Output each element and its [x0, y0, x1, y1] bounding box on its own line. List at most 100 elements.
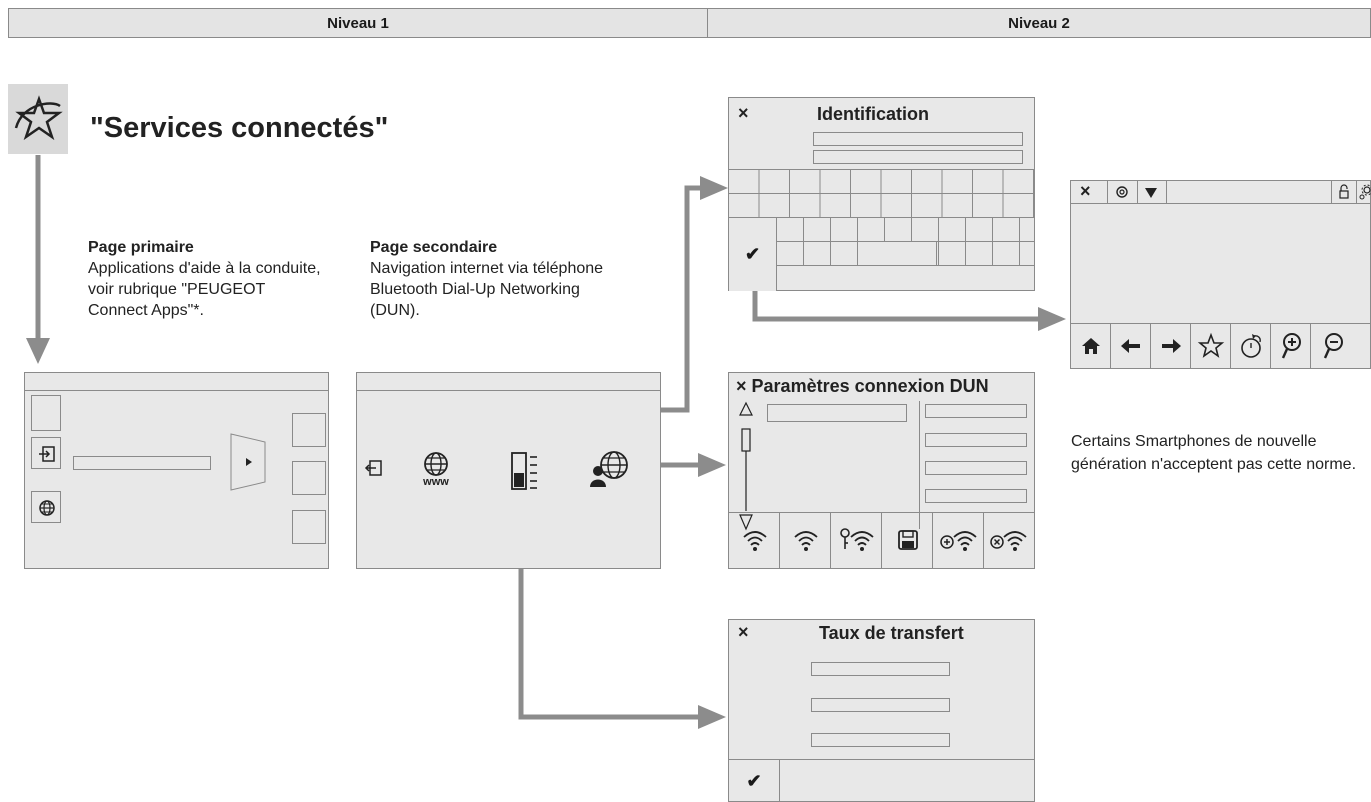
browser-zoom-out-button[interactable] — [1311, 324, 1371, 369]
transfer-rate-screen: × Taux de transfert ✔ — [728, 619, 1035, 802]
arrow-right-icon — [1162, 339, 1181, 353]
zoom-out-icon — [1323, 333, 1343, 359]
dun-add-wifi-button[interactable] — [933, 513, 984, 569]
dropdown-icon[interactable] — [1144, 187, 1158, 199]
save-icon — [898, 530, 918, 550]
stopwatch-icon — [1241, 334, 1261, 358]
browser-zoom-in-button[interactable] — [1271, 324, 1311, 369]
primary-globe-button[interactable] — [31, 491, 61, 523]
dun-separator — [919, 401, 920, 529]
primary-progress-bar — [73, 456, 211, 470]
settings-icon[interactable] — [1359, 184, 1371, 200]
play-button[interactable] — [230, 433, 266, 491]
transfer-field-2[interactable] — [811, 698, 950, 712]
primary-slot-top[interactable] — [31, 395, 61, 431]
primary-page-title: Page primaire — [88, 239, 194, 256]
transfer-validate-button[interactable]: ✔ — [746, 771, 762, 791]
identification-title: Identification — [817, 104, 929, 124]
transfer-validate-cell: ✔ — [729, 760, 780, 802]
secondary-title-bar — [357, 373, 660, 391]
main-title: "Services connectés" — [90, 112, 389, 144]
validate-key-cell: ✔ — [729, 218, 777, 291]
browser-back-button[interactable] — [1111, 324, 1151, 369]
identification-validate-button[interactable]: ✔ — [744, 244, 761, 264]
primary-page-body: Applications d'aide à la conduite, voir … — [88, 260, 321, 319]
wifi-icon — [794, 531, 818, 551]
globe-arrow-icon — [39, 500, 55, 516]
browser-toolbar: × — [1071, 181, 1371, 204]
dun-field-2[interactable] — [925, 433, 1027, 447]
dun-save-button[interactable] — [882, 513, 933, 569]
transfer-field-3[interactable] — [811, 733, 950, 747]
dun-title: Paramètres connexion DUN — [751, 376, 989, 396]
keyboard-row-1 — [729, 170, 1034, 194]
browser-toolbar-sep-4 — [1331, 181, 1332, 203]
home-icon — [1082, 338, 1100, 354]
primary-title-bar — [25, 373, 328, 391]
secondary-page-body: Navigation internet via téléphone Blueto… — [370, 260, 604, 319]
identification-close-button[interactable]: × — [738, 103, 749, 123]
keyboard-space-key[interactable] — [857, 242, 937, 266]
dun-field-3[interactable] — [925, 461, 1027, 475]
primary-slot-right-2[interactable] — [292, 461, 326, 495]
dun-title-row: × Paramètres connexion DUN — [736, 376, 989, 397]
secondary-page-description: Page secondaire Navigation internet via … — [370, 237, 615, 321]
exit-icon[interactable] — [364, 459, 383, 477]
star-orbit-icon — [14, 95, 63, 141]
wifi-icon — [743, 531, 767, 551]
dun-profile-field[interactable] — [767, 404, 907, 422]
primary-slot-right-3[interactable] — [292, 510, 326, 544]
secondary-page-title: Page secondaire — [370, 239, 498, 256]
browser-toolbar-sep-3 — [1166, 181, 1167, 203]
svg-text:www: www — [422, 476, 449, 488]
remove-wifi-icon — [990, 531, 1027, 551]
keyboard-row-3 — [777, 218, 1034, 242]
primary-exit-button[interactable] — [31, 437, 61, 469]
signal-level-icon[interactable] — [510, 451, 540, 491]
dun-wifi-key-button[interactable] — [831, 513, 882, 569]
at-icon[interactable] — [1115, 185, 1129, 199]
dun-wifi-button-2[interactable] — [780, 513, 831, 569]
zoom-in-icon — [1281, 333, 1301, 359]
compatibility-note: Certains Smartphones de nouvelle générat… — [1071, 433, 1357, 473]
browser-close-button[interactable]: × — [1080, 181, 1091, 201]
browser-toolbar-sep-1 — [1107, 181, 1108, 203]
dun-close-button[interactable]: × — [736, 376, 747, 396]
globe-www-icon[interactable]: www — [417, 451, 455, 488]
wifi-key-icon — [840, 528, 874, 551]
identification-field-2[interactable] — [813, 150, 1023, 164]
browser-nav-bar — [1071, 323, 1371, 369]
transfer-field-1[interactable] — [811, 662, 950, 676]
dun-action-bar — [729, 512, 1034, 569]
primary-slot-right-1[interactable] — [292, 413, 326, 447]
dun-field-4[interactable] — [925, 489, 1027, 503]
arrow-left-icon — [1121, 339, 1140, 353]
exit-icon — [39, 446, 55, 462]
identification-screen: × Identification ✔ — [728, 97, 1035, 291]
transfer-close-button[interactable]: × — [738, 622, 749, 642]
primary-page-screen — [24, 372, 329, 569]
primary-page-description: Page primaire Applications d'aide à la c… — [88, 237, 323, 321]
browser-toolbar-sep-2 — [1137, 181, 1138, 203]
star-icon — [1197, 332, 1225, 358]
identification-field-1[interactable] — [813, 132, 1023, 146]
transfer-footer: ✔ — [729, 759, 1034, 802]
dun-field-1[interactable] — [925, 404, 1027, 418]
add-wifi-icon — [940, 531, 977, 551]
secondary-page-screen: www — [356, 372, 661, 569]
browser-home-button[interactable] — [1071, 324, 1111, 369]
browser-favorites-button[interactable] — [1191, 324, 1231, 369]
browser-forward-button[interactable] — [1151, 324, 1191, 369]
dun-wifi-button-1[interactable] — [729, 513, 780, 569]
scrollbar[interactable] — [738, 401, 754, 531]
lock-icon[interactable] — [1338, 184, 1350, 200]
services-star-icon-box — [8, 84, 68, 154]
globe-user-icon[interactable] — [589, 449, 633, 489]
browser-toolbar-sep-5 — [1356, 181, 1357, 203]
transfer-title: Taux de transfert — [819, 623, 964, 643]
keyboard-row-2 — [729, 194, 1034, 218]
browser-screen: × — [1070, 180, 1371, 369]
header-level-1: Niveau 1 — [8, 8, 708, 38]
dun-remove-wifi-button[interactable] — [984, 513, 1034, 569]
browser-history-button[interactable] — [1231, 324, 1271, 369]
